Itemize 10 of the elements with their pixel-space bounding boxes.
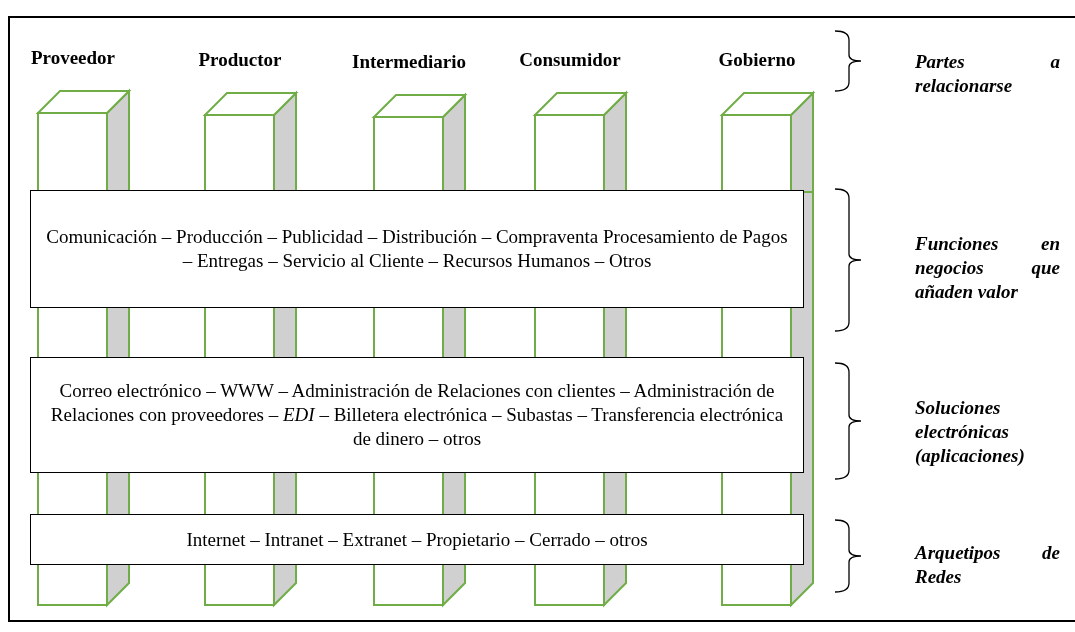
layer-label: Soluciones electrónicas (aplicaciones): [915, 396, 1026, 468]
layer-label: Arquetipos de Redes: [915, 541, 1060, 589]
column-heading: Gobierno: [717, 49, 797, 71]
column-heading: Intermediario: [351, 51, 467, 73]
column-heading: Proveedor: [29, 47, 117, 69]
layer-band: Internet – Intranet – Extranet – Propietario – Cerrado – otros: [30, 514, 804, 565]
layer-label: Partes a relacionarse: [915, 50, 1060, 98]
layer-label: Funciones en negocios que añaden valor: [915, 232, 1060, 304]
column-heading: Consumidor: [518, 49, 622, 71]
column-heading: Productor: [197, 49, 283, 71]
